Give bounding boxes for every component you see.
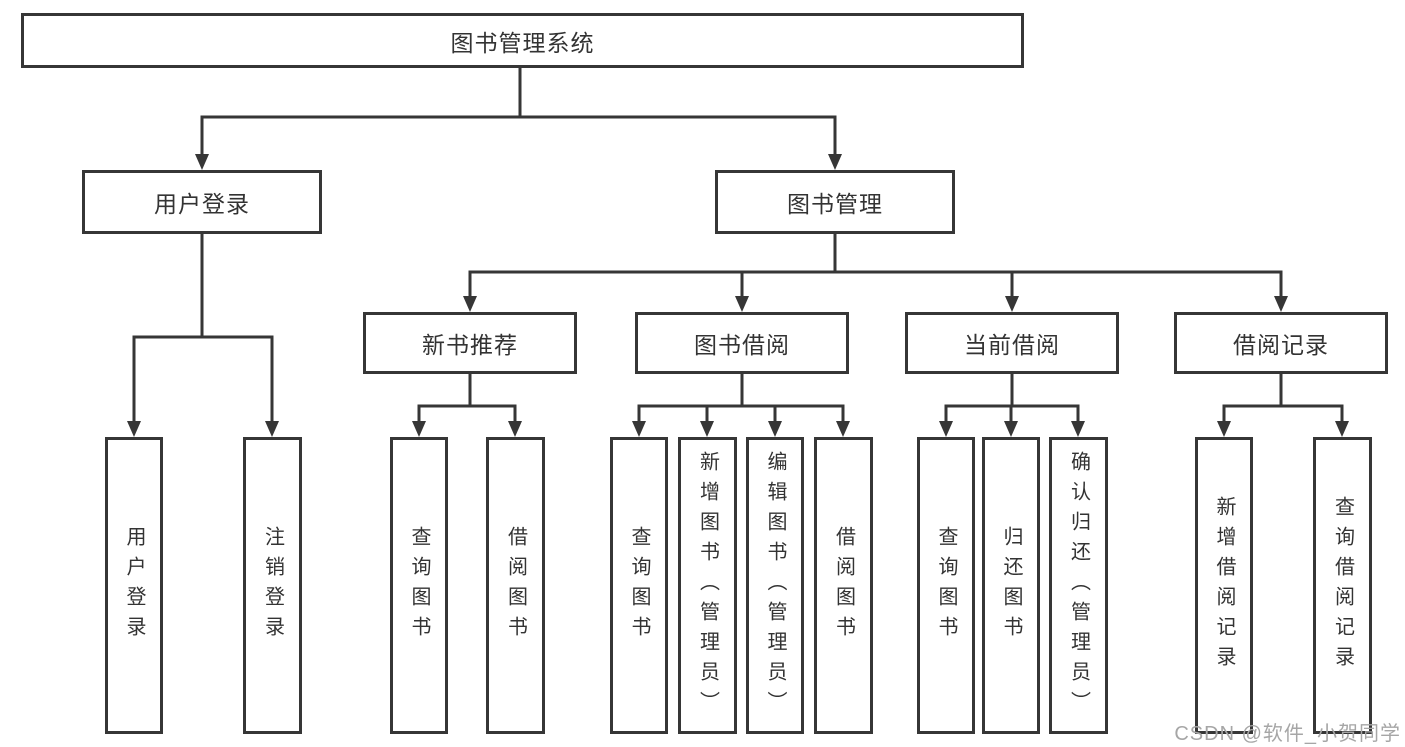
node-label-leaf-logout: 注销登录	[261, 525, 284, 646]
arrowhead-down-icon	[265, 421, 279, 437]
watermark: CSDN @软件_小贺同学	[1174, 723, 1401, 745]
node-book-mgmt: 图书管理	[715, 170, 955, 234]
connector-borrow-record	[1217, 374, 1349, 437]
node-label-leaf-bookborrow-query-book: 查询图书	[628, 525, 650, 646]
node-label-leaf-user-login: 用户登录	[123, 525, 145, 646]
node-leaf-current-return-book: 归还图书	[982, 437, 1040, 734]
connector-book-borrow	[632, 374, 850, 437]
node-label-borrow-record: 借阅记录	[1233, 332, 1329, 358]
node-label-leaf-newrec-borrow-book: 借阅图书	[504, 525, 527, 646]
node-root: 图书管理系统	[21, 13, 1024, 68]
node-leaf-user-login: 用户登录	[105, 437, 163, 734]
node-label-leaf-record-query-borrow-record: 查询借阅记录	[1331, 495, 1354, 676]
node-new-book-rec: 新书推荐	[363, 312, 577, 374]
arrowhead-down-icon	[1005, 296, 1019, 312]
node-label-leaf-newrec-query-book: 查询图书	[408, 525, 430, 646]
node-leaf-record-query-borrow-record: 查询借阅记录	[1313, 437, 1372, 734]
arrowhead-down-icon	[828, 154, 842, 170]
node-label-leaf-current-confirm-return: 确认归还（管理员）	[1067, 450, 1090, 721]
node-label-book-mgmt: 图书管理	[787, 191, 883, 217]
node-label-leaf-current-query-book: 查询图书	[935, 525, 957, 646]
node-leaf-current-confirm-return: 确认归还（管理员）	[1049, 437, 1108, 734]
arrowhead-down-icon	[412, 421, 426, 437]
node-label-leaf-current-return-book: 归还图书	[1000, 525, 1022, 646]
arrowhead-down-icon	[632, 421, 646, 437]
arrowhead-down-icon	[1217, 421, 1231, 437]
node-leaf-record-add-borrow-record: 新增借阅记录	[1195, 437, 1253, 734]
node-leaf-bookborrow-edit-book-admin: 编辑图书（管理员）	[746, 437, 804, 734]
node-leaf-bookborrow-add-book-admin: 新增图书（管理员）	[678, 437, 737, 734]
node-label-leaf-bookborrow-add-book-admin: 新增图书（管理员）	[696, 450, 719, 721]
node-leaf-logout: 注销登录	[243, 437, 302, 734]
arrowhead-down-icon	[700, 421, 714, 437]
node-label-user-login: 用户登录	[154, 191, 250, 217]
connector-root	[195, 68, 842, 170]
arrowhead-down-icon	[127, 421, 141, 437]
node-user-login: 用户登录	[82, 170, 322, 234]
node-label-book-borrow: 图书借阅	[694, 332, 790, 358]
arrowhead-down-icon	[768, 421, 782, 437]
arrowhead-down-icon	[195, 154, 209, 170]
arrowhead-down-icon	[1004, 421, 1018, 437]
node-book-borrow: 图书借阅	[635, 312, 849, 374]
node-label-leaf-record-add-borrow-record: 新增借阅记录	[1213, 495, 1235, 676]
arrowhead-down-icon	[463, 296, 477, 312]
node-leaf-bookborrow-query-book: 查询图书	[610, 437, 668, 734]
node-leaf-current-query-book: 查询图书	[917, 437, 975, 734]
arrowhead-down-icon	[836, 421, 850, 437]
node-label-leaf-bookborrow-borrow-book: 借阅图书	[832, 525, 855, 646]
node-label-current-borrow: 当前借阅	[964, 332, 1060, 358]
node-current-borrow: 当前借阅	[905, 312, 1119, 374]
node-leaf-newrec-borrow-book: 借阅图书	[486, 437, 545, 734]
arrowhead-down-icon	[939, 421, 953, 437]
arrowhead-down-icon	[508, 421, 522, 437]
node-leaf-bookborrow-borrow-book: 借阅图书	[814, 437, 873, 734]
connector-user-login	[127, 234, 279, 437]
arrowhead-down-icon	[1274, 296, 1288, 312]
node-label-new-book-rec: 新书推荐	[422, 332, 518, 358]
node-leaf-newrec-query-book: 查询图书	[390, 437, 448, 734]
node-label-leaf-bookborrow-edit-book-admin: 编辑图书（管理员）	[764, 450, 786, 721]
node-borrow-record: 借阅记录	[1174, 312, 1388, 374]
node-label-root: 图书管理系统	[450, 29, 595, 56]
arrowhead-down-icon	[1335, 421, 1349, 437]
arrowhead-down-icon	[735, 296, 749, 312]
arrowhead-down-icon	[1071, 421, 1085, 437]
connector-new-book-rec	[412, 374, 522, 437]
connector-current-borrow	[939, 374, 1085, 437]
connector-book-mgmt	[463, 234, 1288, 312]
